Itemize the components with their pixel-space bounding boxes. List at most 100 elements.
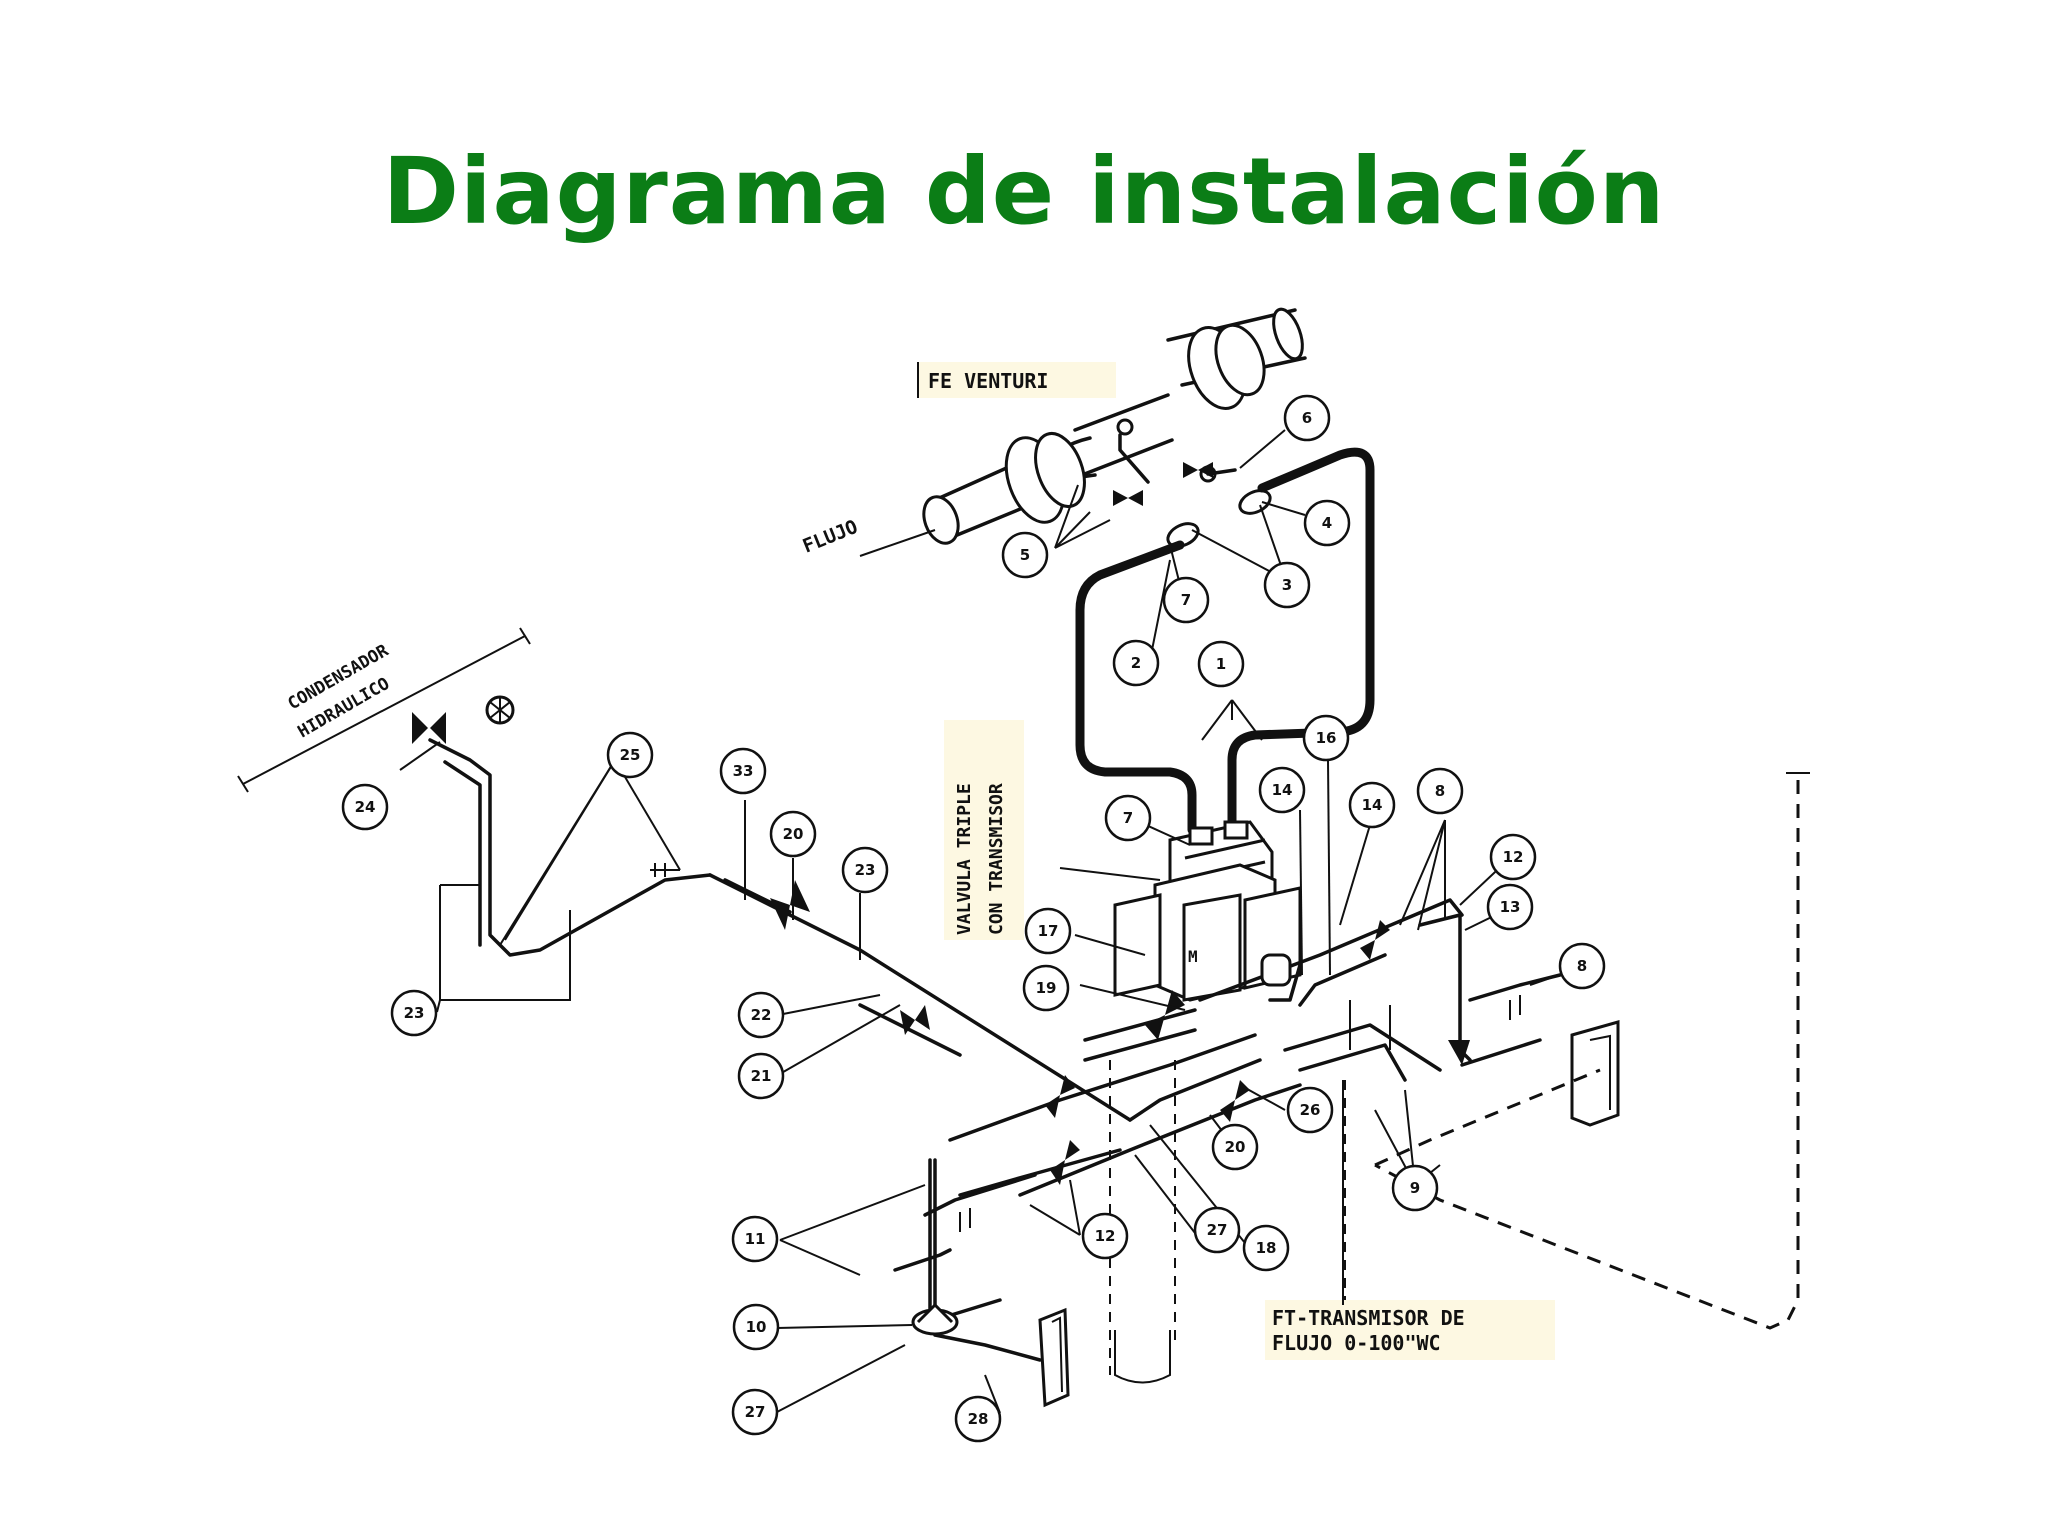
- callout-circle: [1022, 964, 1070, 1012]
- callout-circle: [1486, 883, 1534, 931]
- callout-number: 8: [1435, 782, 1445, 800]
- callout-circle: [1112, 639, 1160, 687]
- callout-number: 23: [855, 861, 876, 879]
- lower-piping: [893, 1033, 1302, 1408]
- callout-number: 4: [1322, 514, 1332, 532]
- callout-circle: [1391, 1164, 1439, 1212]
- callout-circle: [1258, 766, 1306, 814]
- callout-c1: 1: [1197, 640, 1245, 688]
- callout-circle: [1283, 394, 1331, 442]
- callout-circle: [1489, 833, 1537, 881]
- callout-c12b: 12: [1081, 1212, 1129, 1260]
- callout-circle: [1302, 714, 1350, 762]
- callout-c19: 19: [1022, 964, 1070, 1012]
- callout-circle: [1348, 781, 1396, 829]
- callout-c6: 6: [1283, 394, 1331, 442]
- callout-c9: 9: [1391, 1164, 1439, 1212]
- callout-c25: 25: [606, 731, 654, 779]
- callout-circle: [1286, 1086, 1334, 1134]
- callout-c27b: 27: [731, 1388, 779, 1436]
- callout-circle: [1263, 561, 1311, 609]
- callout-c8b: 8: [1558, 942, 1606, 990]
- callout-circle: [731, 1388, 779, 1436]
- callout-circle: [737, 1052, 785, 1100]
- callout-c7b: 7: [1104, 794, 1152, 842]
- callout-number: 13: [1500, 898, 1521, 916]
- callout-number: 25: [620, 746, 641, 764]
- callout-number: 14: [1362, 796, 1383, 814]
- callout-c7a: 7: [1162, 576, 1210, 624]
- callout-number: 9: [1410, 1179, 1420, 1197]
- callout-circle: [954, 1395, 1002, 1443]
- ft-transmitter-tag: FT-TRANSMISOR DE FLUJO 0-100"WC: [1265, 1080, 1555, 1360]
- valvula-triple-label: VALVULA TRIPLE CON TRANSMISOR: [944, 720, 1024, 940]
- callout-c27a: 27: [1193, 1206, 1241, 1254]
- callout-circle: [1001, 531, 1049, 579]
- callout-circle: [1197, 640, 1245, 688]
- callout-number: 1: [1216, 655, 1226, 673]
- callout-number: 3: [1282, 576, 1292, 594]
- callout-c17: 17: [1024, 907, 1072, 955]
- callout-number: 16: [1316, 729, 1337, 747]
- callout-circle: [1162, 576, 1210, 624]
- callout-number: 21: [751, 1067, 772, 1085]
- callout-number: 5: [1020, 546, 1030, 564]
- callout-c28: 28: [954, 1395, 1002, 1443]
- callout-number: 12: [1095, 1227, 1116, 1245]
- callout-number: 26: [1300, 1101, 1321, 1119]
- callout-number: 20: [1225, 1138, 1246, 1156]
- callout-c14b: 14: [1348, 781, 1396, 829]
- callout-number: 8: [1577, 957, 1587, 975]
- callout-circle: [341, 783, 389, 831]
- callout-circle: [1242, 1224, 1290, 1272]
- fe-venturi-label: FE VENTURI: [928, 369, 1048, 393]
- callout-c10: 10: [732, 1303, 780, 1351]
- callout-number: 2: [1131, 654, 1141, 672]
- callout-c11: 11: [731, 1215, 779, 1263]
- callout-number: 24: [355, 798, 376, 816]
- triple-valve-manifold: M: [1059, 820, 1302, 1002]
- callout-c23b: 23: [390, 989, 438, 1037]
- callout-number: 19: [1036, 979, 1057, 997]
- callout-c18: 18: [1242, 1224, 1290, 1272]
- callout-number: 11: [745, 1230, 766, 1248]
- callout-circle: [737, 991, 785, 1039]
- callout-number: 22: [751, 1006, 772, 1024]
- callout-c4: 4: [1303, 499, 1351, 547]
- callout-c2: 2: [1112, 639, 1160, 687]
- callout-circle: [1024, 907, 1072, 955]
- venturi-tap-valves: [1113, 433, 1272, 548]
- callout-c16: 16: [1302, 714, 1350, 762]
- fe-venturi-tag: FE VENTURI: [917, 362, 1116, 398]
- callout-number: 27: [745, 1403, 766, 1421]
- valvula-label-2: CON TRANSMISOR: [986, 783, 1007, 935]
- venturi-meter: [922, 307, 1307, 545]
- condensador-label: CONDENSADOR HIDRAULICO: [237, 627, 531, 793]
- callout-circle: [1081, 1212, 1129, 1260]
- callout-number: 18: [1256, 1239, 1277, 1257]
- callout-circle: [606, 731, 654, 779]
- callout-circle: [1416, 767, 1464, 815]
- callout-circle: [1193, 1206, 1241, 1254]
- callout-c5: 5: [1001, 531, 1049, 579]
- flujo-label: FLUJO: [800, 516, 861, 558]
- callout-number: 7: [1123, 809, 1133, 827]
- callout-number: 33: [733, 762, 754, 780]
- ft-label-1: FT-TRANSMISOR DE: [1272, 1306, 1465, 1330]
- callout-circle: [769, 810, 817, 858]
- impulse-lines: [1075, 447, 1375, 835]
- callout-number: 17: [1038, 922, 1059, 940]
- callout-c14a: 14: [1258, 766, 1306, 814]
- ft-label-2: FLUJO 0-100"WC: [1272, 1331, 1441, 1355]
- callout-number: 23: [404, 1004, 425, 1022]
- callout-number: 14: [1272, 781, 1293, 799]
- callout-c12a: 12: [1489, 833, 1537, 881]
- callout-number: 6: [1302, 409, 1312, 427]
- callout-number: 27: [1207, 1221, 1228, 1239]
- callout-c13: 13: [1486, 883, 1534, 931]
- left-piping: [428, 738, 1132, 1122]
- callout-c8: 8: [1416, 767, 1464, 815]
- callout-circle: [1211, 1123, 1259, 1171]
